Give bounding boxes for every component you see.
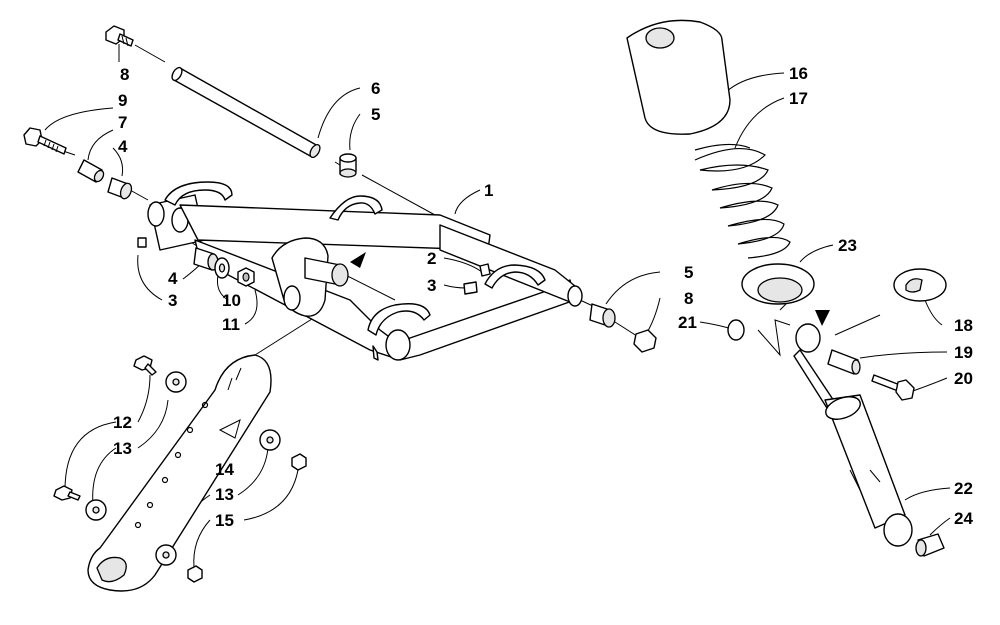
direction-arrows — [350, 252, 830, 326]
callout-15: 15 — [215, 511, 234, 530]
bushing-4-top — [107, 177, 133, 200]
callout-10: 10 — [222, 291, 241, 310]
retainer-18 — [893, 268, 947, 302]
fitting-3-middle — [463, 281, 478, 295]
callout-2: 2 — [427, 249, 436, 268]
fitting-2 — [479, 263, 491, 277]
bolt-9 — [23, 127, 67, 155]
bolt-8-top — [105, 25, 134, 47]
boot-16 — [626, 19, 731, 135]
callout-8-right: 8 — [684, 289, 693, 308]
callout-14: 14 — [215, 460, 234, 479]
seat-23 — [741, 263, 815, 305]
callout-23: 23 — [838, 236, 857, 255]
nuts-15 — [187, 453, 307, 583]
spring-17 — [694, 143, 791, 259]
shaft-6 — [171, 66, 321, 159]
callout-16: 16 — [789, 64, 808, 83]
callout-22: 22 — [954, 479, 973, 498]
washers-13 — [85, 371, 281, 566]
callout-5-right: 5 — [684, 263, 693, 282]
bushing-5-right — [589, 303, 616, 328]
bolts-12 — [53, 355, 157, 501]
bushing-24 — [915, 533, 945, 557]
nut-11 — [237, 267, 255, 287]
callout-17: 17 — [789, 89, 808, 108]
callout-5-top: 5 — [371, 105, 380, 124]
callout-13-lower: 13 — [215, 485, 234, 504]
callout-6: 6 — [371, 79, 380, 98]
washer-10 — [214, 257, 230, 279]
callout-13-upper: 13 — [113, 439, 132, 458]
callout-11: 11 — [222, 315, 240, 334]
swing-arm-1 — [137, 181, 583, 361]
callout-8-top: 8 — [120, 65, 129, 84]
callout-21: 21 — [678, 313, 697, 332]
callout-4-top: 4 — [118, 137, 128, 156]
spacer-7 — [77, 159, 105, 183]
bushing-4-bottom — [193, 247, 219, 271]
callout-7: 7 — [118, 113, 127, 132]
bolt-8-right — [633, 329, 657, 353]
sleeve-19 — [827, 349, 861, 375]
callout-3-middle: 3 — [427, 276, 436, 295]
bolt-20 — [871, 374, 915, 401]
callout-9: 9 — [118, 91, 127, 110]
callout-labels: 1 2 3 3 4 4 5 5 6 7 8 8 9 10 11 12 13 13… — [113, 64, 973, 530]
spacer-21 — [727, 319, 745, 341]
callout-20: 20 — [954, 369, 973, 388]
callout-4-bottom: 4 — [168, 269, 178, 288]
callout-12: 12 — [113, 413, 132, 432]
callout-19: 19 — [954, 343, 973, 362]
callout-3-left: 3 — [168, 291, 177, 310]
callout-24: 24 — [954, 509, 973, 528]
bushing-5-top — [339, 153, 357, 178]
callout-1: 1 — [484, 181, 493, 200]
callout-18: 18 — [954, 316, 973, 335]
shock-22 — [793, 323, 913, 547]
strap-14 — [87, 354, 272, 592]
